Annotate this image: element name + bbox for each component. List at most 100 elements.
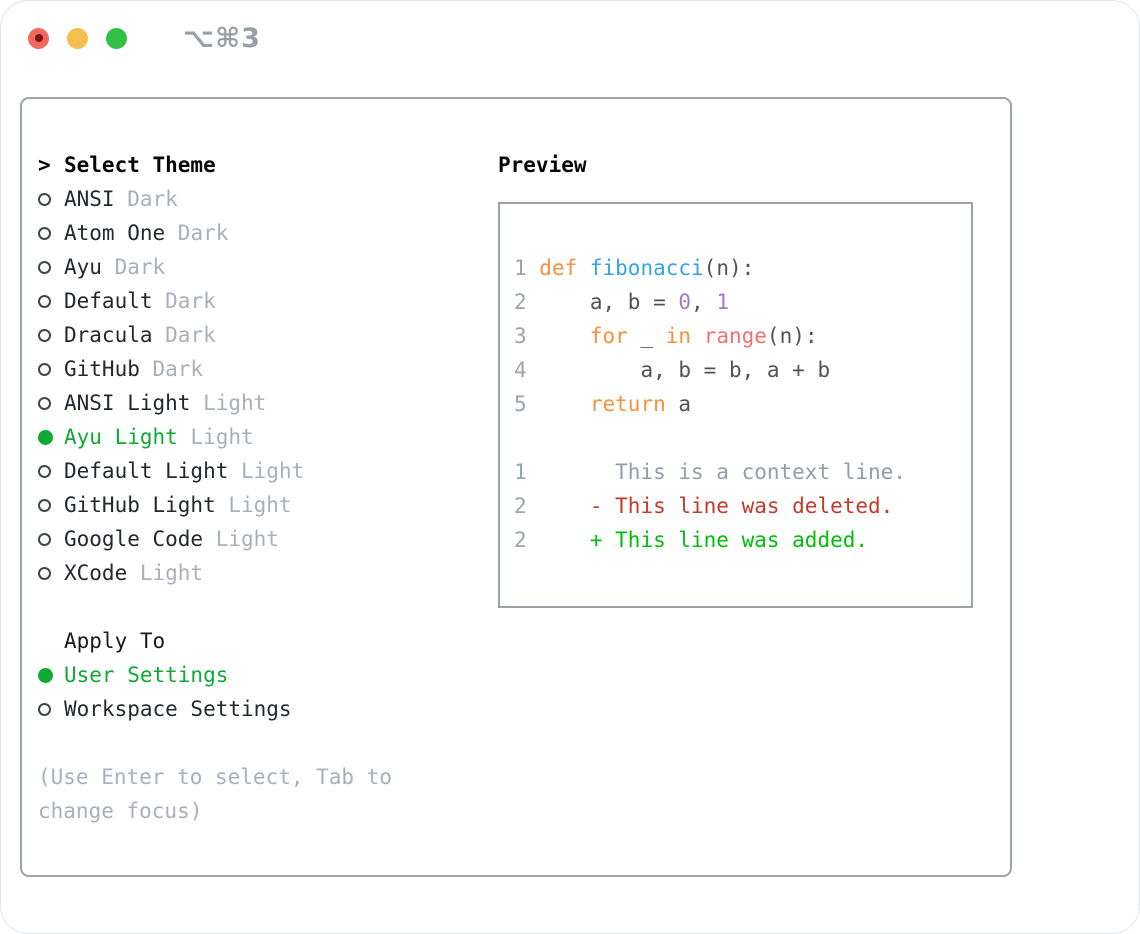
option-variant-label: Light [203,527,279,551]
theme-option[interactable]: Atom One Dark [38,216,468,250]
radio-selected-icon [38,667,53,683]
radio-icon [38,396,51,410]
radio-icon [38,226,51,240]
apply-to-title: Apply To [64,629,166,653]
theme-option[interactable]: ANSI Light Light [38,386,468,420]
option-label: Default [64,289,153,313]
code-token-removed: - This line was deleted. [589,494,894,518]
theme-option[interactable]: Default Dark [38,284,468,318]
close-button-icon[interactable] [28,27,49,49]
option-variant-label: Dark [139,357,204,381]
code-line: 4 a, b = b, a + b [514,353,971,387]
minimize-button-icon[interactable] [67,27,88,49]
radio-icon [38,362,51,376]
option-variant-label: Light [190,391,267,415]
option-variant-label: Dark [114,187,178,211]
radio-icon [38,702,51,716]
code-token-lineno: 3 [514,324,540,348]
option-label: XCode [64,561,128,585]
prompt-icon: > [38,153,51,177]
theme-option[interactable]: Google Code Light [38,522,468,556]
theme-option[interactable]: Dracula Dark [38,318,468,352]
code-token-lineno: 1 [514,256,540,280]
close-record-dot [34,34,43,42]
theme-option[interactable]: Ayu Dark [38,250,468,284]
option-label: ANSI [64,187,115,211]
code-token-lineno: 5 [514,392,540,416]
code-token-fg: (n): [703,256,755,280]
code-token-number: 0 [678,290,692,314]
code-token-fg: a, b = b, a + b [539,358,831,382]
theme-option[interactable]: ANSI Dark [38,182,468,216]
code-token-fg [539,528,590,552]
preview-title: Preview [498,153,587,177]
code-token-keyword: def [539,256,590,280]
code-token-fg: , [691,290,717,314]
option-variant-label: Light [228,459,305,483]
code-line [514,421,971,455]
code-token-fg [539,494,590,518]
theme-option[interactable]: Default Light Light [38,454,468,488]
option-label: Workspace Settings [64,697,292,721]
apply-to-option[interactable]: Workspace Settings [38,692,468,726]
code-token-added: + This line was added. [589,528,869,552]
code-token-lineno: 2 [514,528,540,552]
option-variant-label: Dark [101,255,166,279]
radio-icon [38,328,51,342]
code-token-keyword: for [589,324,628,348]
option-label: Ayu Light [64,425,178,449]
theme-option[interactable]: Ayu Light Light [38,420,468,454]
apply-to-header: Apply To [38,624,468,658]
radio-icon [38,532,51,546]
code-token-lineno: 4 [514,358,540,382]
radio-icon [38,294,51,308]
radio-selected-icon [38,429,53,445]
option-label: Default Light [64,459,229,483]
radio-icon [38,464,51,478]
option-variant-label: Dark [165,221,229,245]
apply-to-option[interactable]: User Settings [38,658,468,692]
code-line: 2 + This line was added. [514,523,971,557]
select-theme-title: Select Theme [64,153,216,177]
spacer [38,590,468,624]
radio-icon [38,566,51,580]
code-token-keyword: in [665,324,692,348]
code-token-call: range [703,324,767,348]
code-token-fg: (n): [766,324,818,348]
select-theme-header: > Select Theme [38,148,468,182]
code-token-lineno: 2 [514,494,540,518]
code-token-fg [539,392,590,416]
option-label: Google Code [64,527,204,551]
radio-icon [38,260,51,274]
code-line: 1 This is a context line. [514,455,971,489]
option-label: GitHub Light [64,493,216,517]
zoom-button-icon[interactable] [106,27,127,49]
code-token-keyword: return [589,392,666,416]
option-variant-label: Light [127,561,204,585]
option-label: Ayu [64,255,102,279]
theme-option[interactable]: GitHub Dark [38,352,468,386]
option-label: GitHub [64,357,140,381]
code-token-fg: a [665,392,692,416]
code-token-function: fibonacci [589,256,704,280]
window-titlebar: ⌥⌘3 [28,23,261,54]
keyboard-shortcut-label: ⌥⌘3 [183,22,261,54]
code-token-lineno: 1 [514,460,540,484]
option-label: Dracula [64,323,153,347]
code-line: 2 a, b = 0, 1 [514,285,971,319]
option-variant-label: Dark [152,289,216,313]
radio-icon [38,498,51,512]
option-variant-label: Dark [152,323,216,347]
code-token-fg: _ [627,324,666,348]
preview-column: Preview 1 def fibonacci(n):2 a, b = 0, 1… [498,148,973,608]
code-line: 3 for _ in range(n): [514,319,971,353]
theme-option[interactable]: GitHub Light Light [38,488,468,522]
theme-option[interactable]: XCode Light [38,556,468,590]
